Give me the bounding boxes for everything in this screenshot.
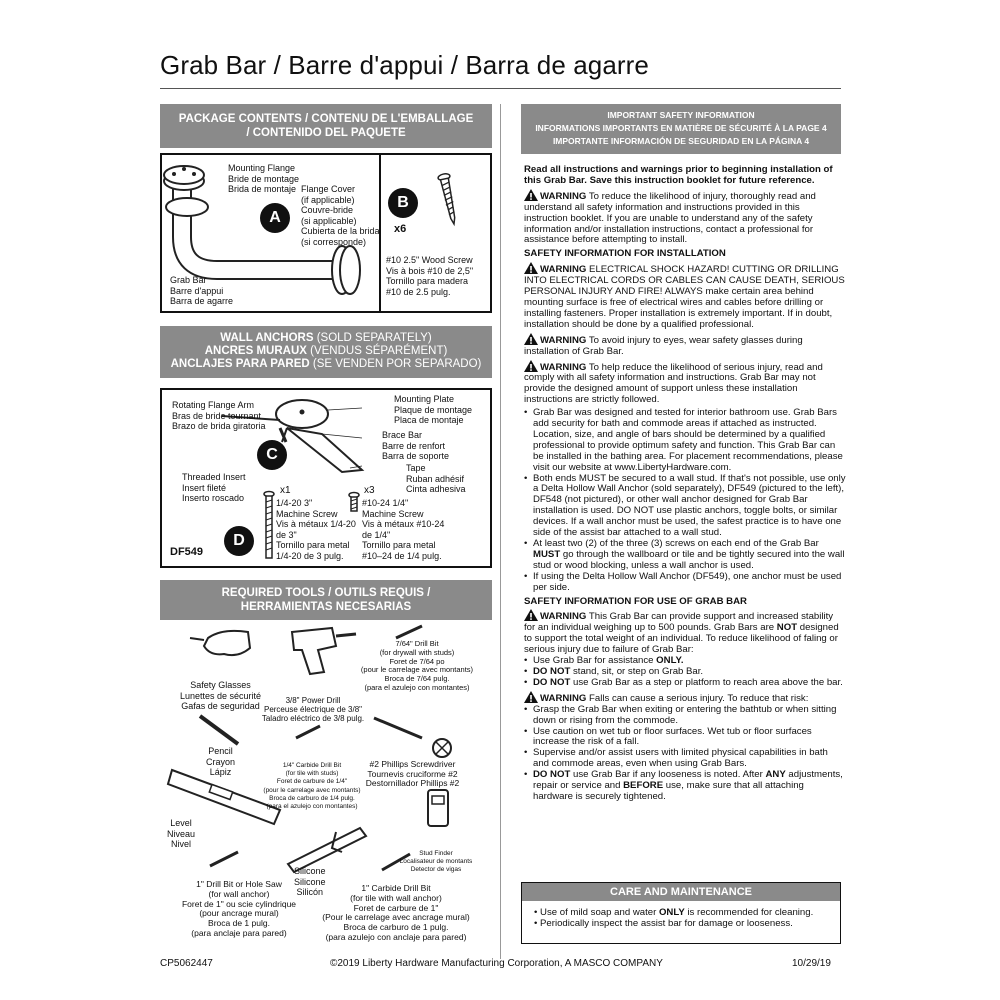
safety-text: Read all instructions and warnings prior… bbox=[524, 164, 846, 803]
model-number: DF549 bbox=[170, 546, 204, 558]
qty-x3: x3 bbox=[364, 485, 375, 496]
intro-paragraph: Read all instructions and warnings prior… bbox=[524, 164, 833, 186]
safety-header: IMPORTANT SAFETY INFORMATION INFORMATION… bbox=[521, 104, 841, 154]
package-header-line-1: PACKAGE CONTENTS / CONTENU DE L'EMBALLAG… bbox=[178, 113, 474, 125]
installation-bullets: Grab Bar was designed and tested for int… bbox=[524, 407, 846, 594]
tools-illustration bbox=[166, 624, 452, 874]
wall-anchor-illustration bbox=[221, 399, 365, 559]
badge-c: C bbox=[257, 440, 287, 470]
carbide-bit-14-label: 1/4" Carbide Drill Bit(for tile with stu… bbox=[263, 762, 361, 811]
badge-d: D bbox=[224, 526, 254, 556]
bullet-2: Both ends MUST be secured to a wall stud… bbox=[524, 473, 846, 539]
warning-5: WARNING This Grab Bar can provide suppor… bbox=[524, 609, 839, 656]
use-heading: SAFETY INFORMATION FOR USE OF GRAB BAR bbox=[524, 595, 747, 607]
hole-saw-label: 1" Drill Bit or Hole Saw(for wall anchor… bbox=[181, 879, 297, 938]
fall-bullet-4: DO NOT use Grab Bar if any looseness is … bbox=[524, 769, 846, 803]
bullet-3: At least two (2) of the three (3) screws… bbox=[524, 538, 846, 572]
care-panel: CARE AND MAINTENANCE • Use of mild soap … bbox=[521, 882, 841, 944]
fall-bullet-3: Supervise and/or assist users with limit… bbox=[524, 747, 846, 770]
installation-heading: SAFETY INFORMATION FOR INSTALLATION bbox=[524, 248, 726, 260]
fall-bullets: Grasp the Grab Bar when exiting or enter… bbox=[524, 704, 846, 803]
wall-anchors-header: WALL ANCHORS (SOLD SEPARATELY) ANCRES MU… bbox=[160, 326, 492, 378]
panel-divider bbox=[379, 155, 381, 311]
screw-quantity: x6 bbox=[394, 223, 407, 235]
grab-bar-illustration bbox=[163, 165, 456, 295]
package-header-line-2: / CONTENIDO DEL PAQUETE bbox=[246, 127, 406, 139]
care-item-2: • Periodically inspect the assist bar fo… bbox=[534, 918, 793, 929]
care-item-1: • Use of mild soap and water ONLY is rec… bbox=[534, 907, 814, 918]
use-bullet-3: DO NOT use Grab Bar as a step or platfor… bbox=[524, 677, 846, 689]
warning-1: WARNING To reduce the likelihood of inju… bbox=[524, 188, 816, 246]
flange-cover-label: Flange Cover(if applicable)Couvre-bride … bbox=[301, 184, 380, 247]
package-contents-header: PACKAGE CONTENTS / CONTENU DE L'EMBALLAG… bbox=[160, 104, 492, 148]
part-code: CP5062447 bbox=[160, 958, 213, 969]
use-bullet-1: Use Grab Bar for assistance ONLY. bbox=[524, 655, 846, 667]
warning-3: WARNING To avoid injury to eyes, wear sa… bbox=[524, 332, 803, 357]
title-divider bbox=[160, 88, 841, 89]
column-divider bbox=[500, 104, 501, 959]
warning-6: WARNING Falls can cause a serious injury… bbox=[524, 690, 846, 705]
care-header: CARE AND MAINTENANCE bbox=[522, 883, 840, 901]
fall-bullet-1: Grasp the Grab Bar when exiting or enter… bbox=[524, 704, 846, 727]
warning-4: WARNING To help reduce the likelihood of… bbox=[524, 359, 823, 406]
fall-bullet-2: Use caution on wet tub or floor surfaces… bbox=[524, 726, 846, 749]
bullet-4: If using the Delta Hollow Wall Anchor (D… bbox=[524, 571, 846, 594]
copyright: ©2019 Liberty Hardware Manufacturing Cor… bbox=[330, 958, 663, 969]
use-bullet-2: DO NOT stand, sit, or step on Grab Bar. bbox=[524, 666, 846, 678]
use-bullets: Use Grab Bar for assistance ONLY. DO NOT… bbox=[524, 655, 846, 689]
bullet-1: Grab Bar was designed and tested for int… bbox=[524, 407, 846, 473]
carbide-bit-1-label: 1" Carbide Drill Bit(for tile with wall … bbox=[322, 883, 470, 942]
print-date: 10/29/19 bbox=[792, 958, 831, 969]
drill-bit-764-label: 7/64" Drill Bit(for drywall with studs)F… bbox=[360, 639, 474, 692]
qty-x1: x1 bbox=[280, 485, 291, 496]
warning-2: WARNING ELECTRICAL SHOCK HAZARD! CUTTING… bbox=[524, 262, 845, 330]
required-tools-header: REQUIRED TOOLS / OUTILS REQUIS / HERRAMI… bbox=[160, 580, 492, 620]
badge-b: B bbox=[388, 188, 418, 218]
page-title: Grab Bar / Barre d'appui / Barra de agar… bbox=[160, 50, 649, 80]
care-list: • Use of mild soap and water ONLY is rec… bbox=[534, 907, 813, 929]
badge-a: A bbox=[260, 203, 290, 233]
